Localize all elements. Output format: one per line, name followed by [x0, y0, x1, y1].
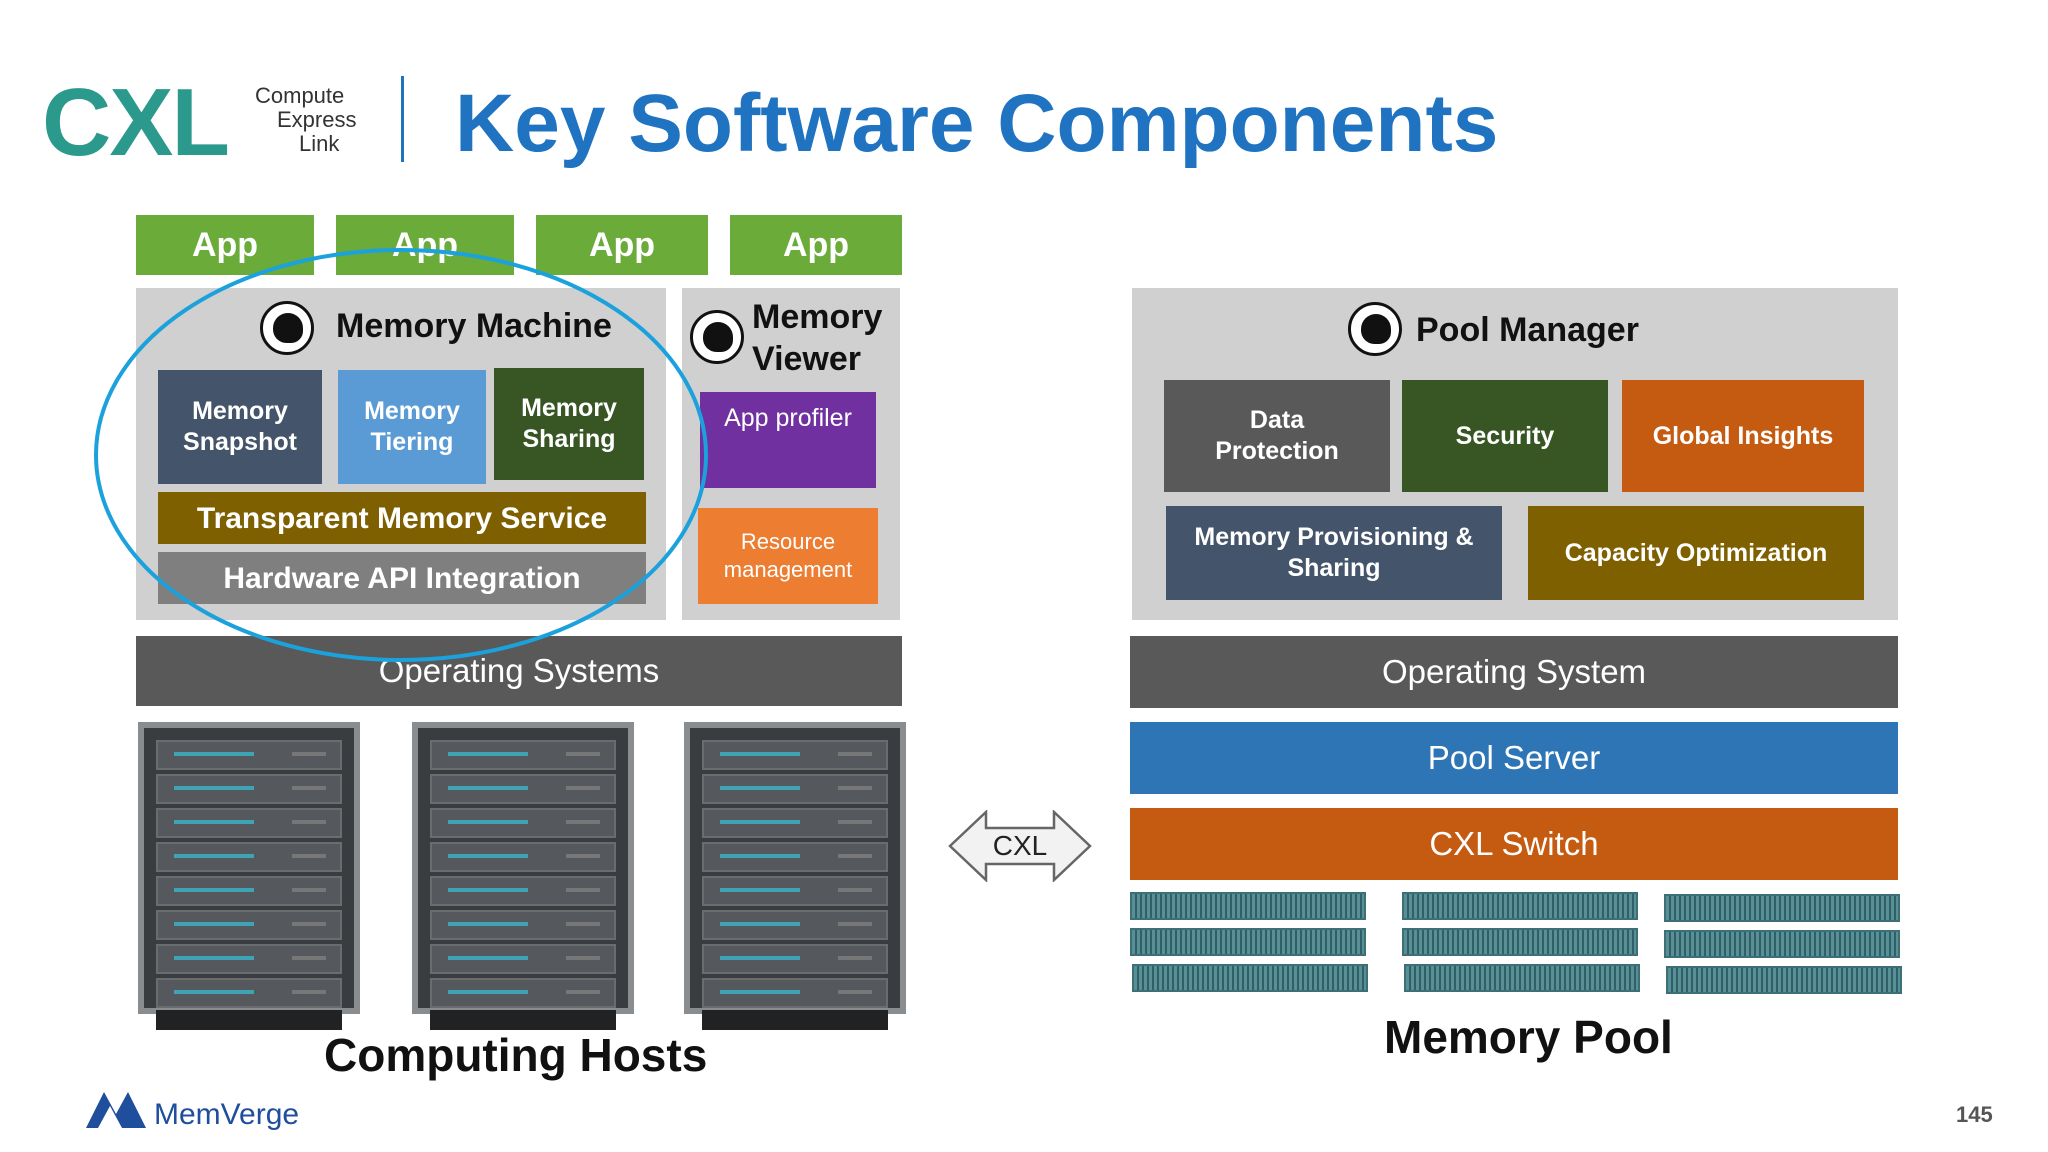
memory-module-icon: [1664, 894, 1900, 922]
brain-icon: [260, 301, 314, 355]
logo-sub-express: Express: [277, 107, 357, 132]
logo-sub-compute: Compute: [255, 83, 345, 108]
resource-management-line1: Resource: [740, 529, 836, 554]
memory-viewer-title-line1: Memory: [752, 298, 883, 336]
memory-viewer-title: Memory Viewer: [752, 296, 882, 380]
transparent-memory-service-block: Transparent Memory Service: [158, 492, 646, 544]
memory-snapshot-label: Memory Snapshot: [183, 397, 297, 456]
app-box-2: App: [336, 215, 514, 275]
memory-module-icon: [1402, 892, 1638, 920]
cxl-double-arrow-icon: [948, 810, 1092, 882]
pool-server-bar: Pool Server: [1130, 722, 1898, 794]
memory-module-icon: [1666, 966, 1902, 994]
memory-provisioning-line2: Sharing: [1287, 554, 1381, 582]
pool-operating-system-bar: Operating System: [1130, 636, 1898, 708]
data-protection-line1: Data: [1249, 406, 1305, 434]
memory-sharing-label: Memory Sharing: [521, 394, 617, 453]
security-block: Security: [1402, 380, 1608, 492]
memory-sharing-block: Memory Sharing: [494, 368, 644, 480]
data-protection-line2: Protection: [1215, 437, 1339, 465]
data-protection-block: Data Protection: [1164, 380, 1390, 492]
hardware-api-integration-block: Hardware API Integration: [158, 552, 646, 604]
brain-icon: [690, 310, 744, 364]
memory-module-icon: [1130, 892, 1366, 920]
memory-module-icon: [1402, 928, 1638, 956]
memory-pool-caption: Memory Pool: [1384, 1011, 1673, 1063]
memverge-logo-icon: [86, 1092, 146, 1128]
memory-module-icon: [1130, 928, 1366, 956]
memverge-brand: MemVerge: [154, 1098, 300, 1131]
capacity-optimization-block: Capacity Optimization: [1528, 506, 1864, 600]
server-rack-icon: [138, 722, 360, 1030]
memory-snapshot-block: Memory Snapshot: [158, 370, 322, 484]
memory-provisioning-line1: Memory Provisioning &: [1194, 523, 1474, 551]
app-box-3: App: [536, 215, 708, 275]
resource-management-block: Resource management: [698, 508, 878, 604]
page-number: 145: [1956, 1102, 1993, 1127]
memory-tiering-label: Memory Tiering: [364, 397, 460, 456]
app-profiler-block: App profiler: [700, 392, 876, 488]
memory-module-icon: [1404, 964, 1640, 992]
cxl-logo-subtitle: Compute Express Link: [255, 84, 385, 156]
title-divider: [401, 76, 404, 162]
server-rack-icon: [412, 722, 634, 1030]
pool-manager-title: Pool Manager: [1416, 311, 1639, 349]
brain-icon: [1348, 302, 1402, 356]
memory-provisioning-sharing-block: Memory Provisioning & Sharing: [1166, 506, 1502, 600]
page-title: Key Software Components: [455, 78, 1499, 169]
computing-hosts-caption: Computing Hosts: [324, 1029, 708, 1081]
memory-machine-title: Memory Machine: [336, 307, 612, 345]
logo-sub-link: Link: [299, 131, 340, 156]
resource-management-line2: management: [723, 557, 853, 582]
memory-module-icon: [1664, 930, 1900, 958]
cxl-link-label: CXL: [992, 830, 1048, 861]
memory-tiering-block: Memory Tiering: [338, 370, 486, 484]
server-rack-icon: [684, 722, 906, 1030]
cxl-logo: CXL: [42, 69, 230, 176]
global-insights-block: Global Insights: [1622, 380, 1864, 492]
cxl-switch-bar: CXL Switch: [1130, 808, 1898, 880]
memory-viewer-title-line2: Viewer: [752, 340, 862, 378]
app-box-4: App: [730, 215, 902, 275]
operating-systems-bar: Operating Systems: [136, 636, 902, 706]
memory-module-icon: [1132, 964, 1368, 992]
